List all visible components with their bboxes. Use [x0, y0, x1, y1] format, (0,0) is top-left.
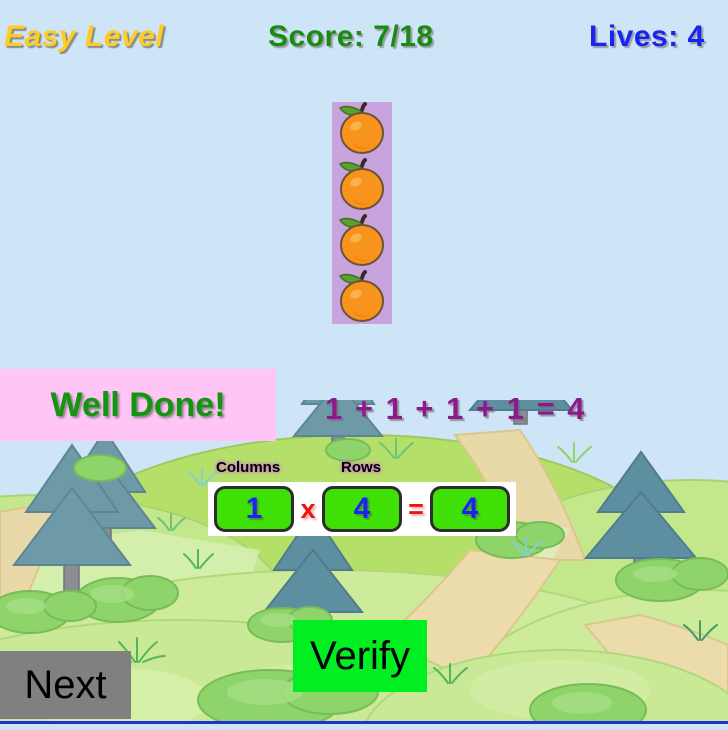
rows-input[interactable]: 4	[322, 486, 402, 532]
next-button-label: Next	[24, 662, 107, 707]
score-indicator: Score: 7/18	[268, 20, 434, 53]
level-indicator: Easy Level	[4, 20, 165, 53]
answer-input-strip: 1 x 4 = 4	[208, 482, 516, 536]
orange-icon	[332, 270, 392, 326]
verify-button-label: Verify	[309, 633, 411, 678]
orange-icon	[332, 158, 392, 214]
verify-button[interactable]: Verify	[293, 620, 427, 692]
result-input[interactable]: 4	[430, 486, 510, 532]
result-value: 4	[461, 492, 479, 525]
rows-value: 4	[353, 492, 371, 525]
bottom-divider	[0, 721, 728, 724]
fruit-row	[332, 270, 392, 326]
multiply-symbol: x	[300, 493, 316, 524]
equals-symbol: =	[408, 493, 424, 524]
fruit-row	[332, 158, 392, 214]
columns-input[interactable]: 1	[214, 486, 294, 532]
rows-label: Rows	[341, 459, 382, 476]
fruit-row	[332, 102, 392, 158]
feedback-banner: Well Done!	[0, 369, 276, 441]
columns-label: Columns	[216, 459, 281, 476]
fruit-row	[332, 214, 392, 270]
feedback-message: Well Done!	[50, 385, 226, 424]
orange-icon	[332, 102, 392, 158]
lives-indicator: Lives: 4	[589, 20, 705, 53]
fruit-array-panel	[332, 102, 392, 324]
columns-value: 1	[245, 492, 263, 525]
addition-equation: 1 + 1 + 1 + 1 = 4	[325, 391, 587, 426]
orange-icon	[332, 214, 392, 270]
next-button[interactable]: Next	[0, 651, 131, 719]
